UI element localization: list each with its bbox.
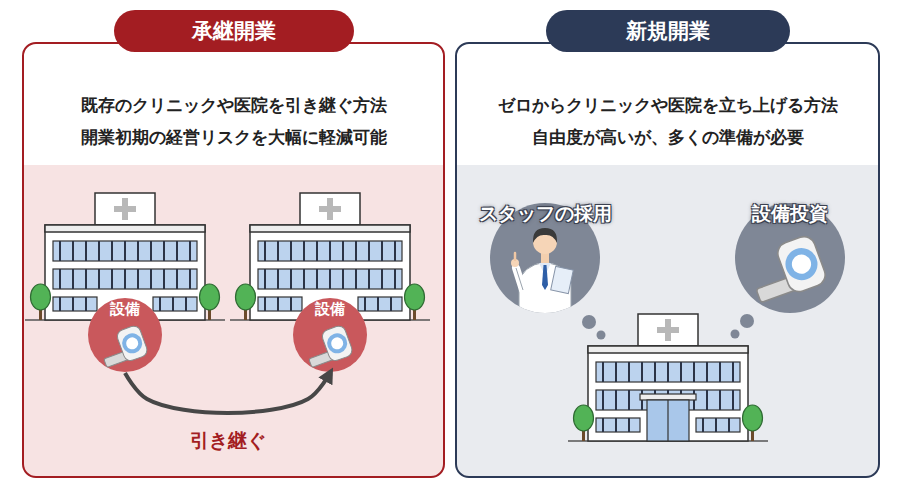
badge-label: 設備 (315, 300, 345, 318)
equipment-badge: 設備 (292, 297, 368, 373)
bubble-label: スタッフの採用 (479, 202, 612, 225)
bubble-label: 設備投資 (752, 202, 828, 225)
panel-heading: 新規開業 (546, 10, 790, 52)
edge-label: 引き継ぐ (148, 428, 308, 452)
equipment-badge: 設備 (87, 297, 163, 373)
method-panel: 承継開業既存のクリニックや医院を引き継ぐ方法 開業初期の経営リスクを大幅に軽減可… (22, 42, 445, 478)
thought-bubble: 設備投資 (734, 202, 846, 314)
badge-circle (88, 298, 162, 372)
method-panel: 新規開業ゼロからクリニックや医院を立ち上げる方法 自由度が高いが、多くの準備が必… (455, 42, 880, 478)
thought-bubble: スタッフの採用 (489, 202, 601, 314)
bubble-circle (735, 203, 845, 313)
panel-heading: 承継開業 (114, 10, 354, 52)
panel-description: ゼロからクリニックや医院を立ち上げる方法 自由度が高いが、多くの準備が必要 (468, 89, 868, 153)
badge-label: 設備 (110, 300, 140, 318)
badge-circle (293, 298, 367, 372)
panel-description: 既存のクリニックや医院を引き継ぐ方法 開業初期の経営リスクを大幅に軽減可能 (34, 89, 434, 153)
